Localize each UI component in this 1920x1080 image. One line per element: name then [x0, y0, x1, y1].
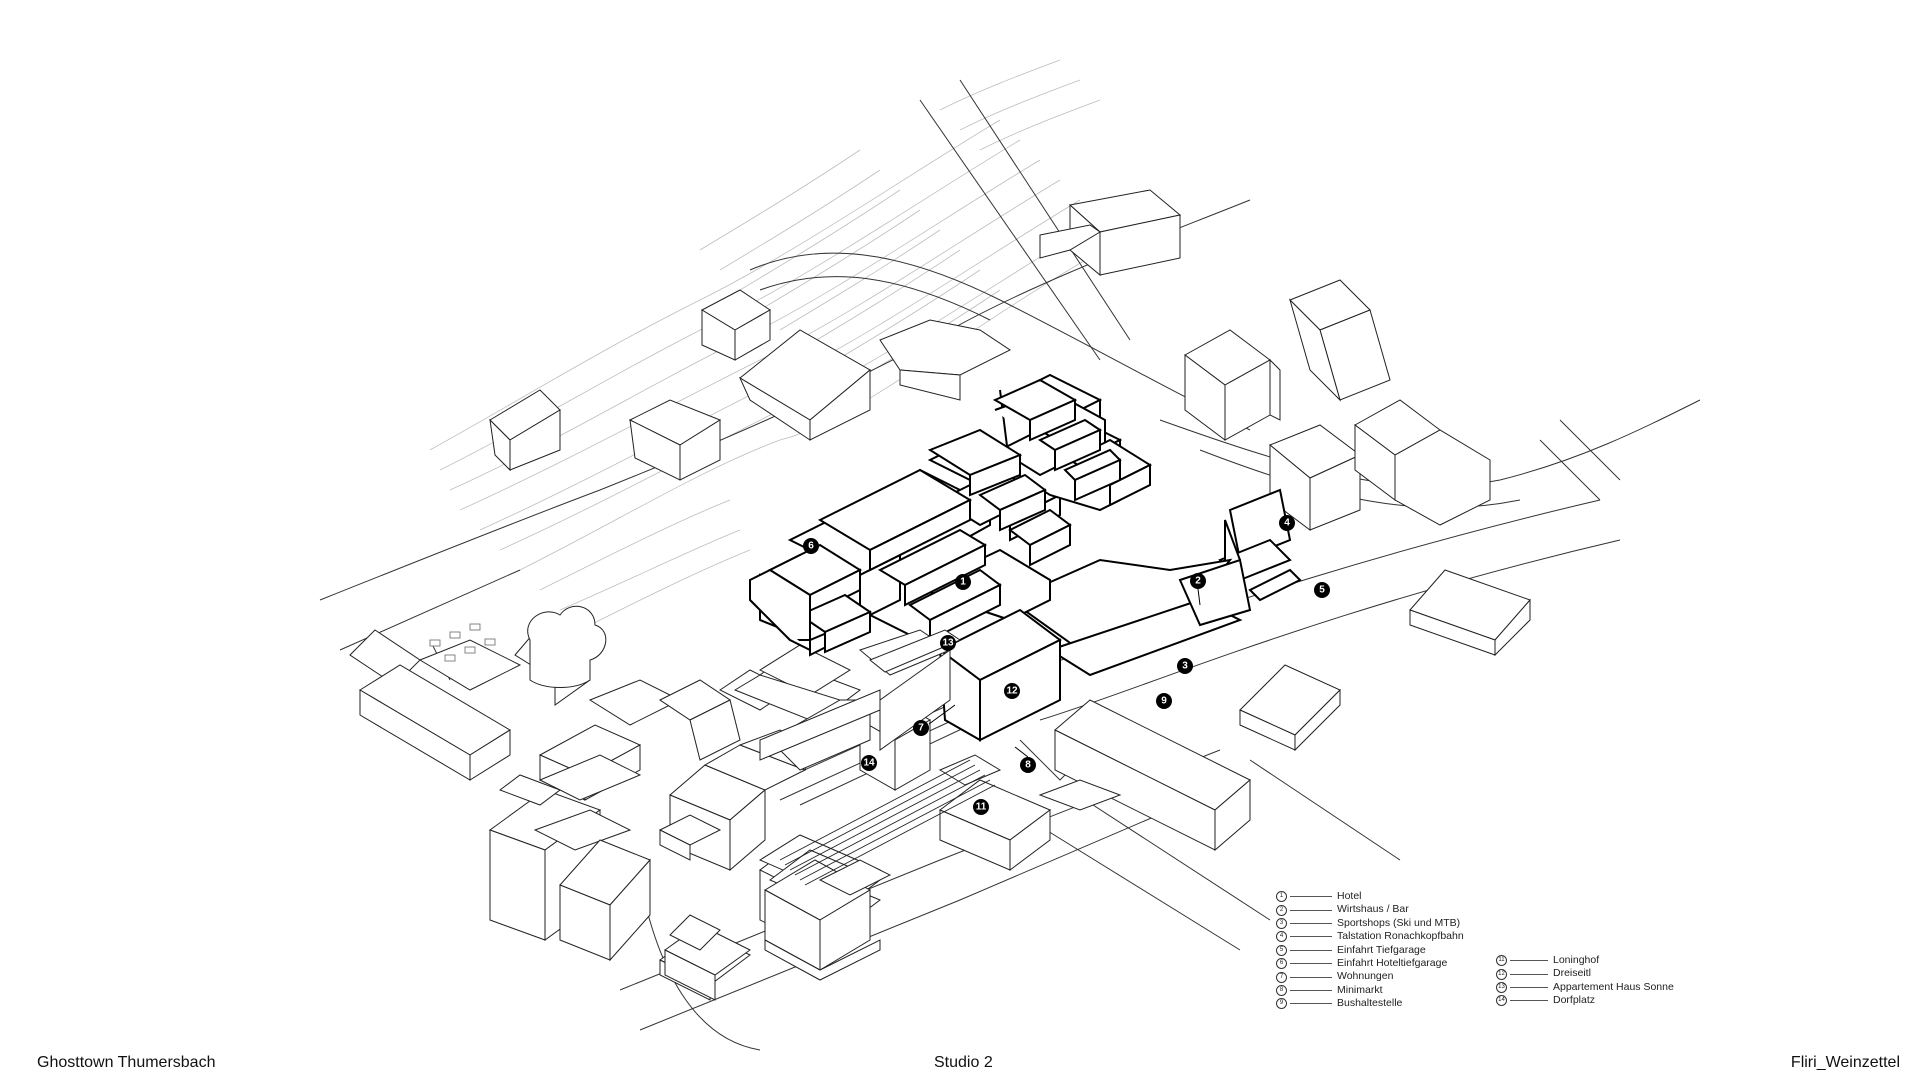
project-title: Ghosttown Thumersbach	[37, 1054, 216, 1071]
marker-13: 13	[940, 635, 956, 651]
legend-label: Einfahrt Hoteltiefgarage	[1337, 956, 1448, 969]
svg-text:12: 12	[1006, 686, 1018, 697]
studio-label: Studio 2	[934, 1054, 993, 1071]
legend-item: 6 Einfahrt Hoteltiefgarage	[1276, 957, 1464, 970]
marker-11: 11	[973, 799, 989, 815]
marker-2: 2	[1190, 573, 1206, 589]
stairs	[779, 759, 996, 886]
legend-label: Minimarkt	[1337, 983, 1383, 996]
legend-num-icon: 12	[1496, 968, 1507, 980]
legend-num-icon: 13	[1496, 981, 1507, 993]
legend-item: 12 Dreiseitl	[1496, 967, 1674, 980]
svg-text:7: 7	[918, 723, 924, 734]
legend-label: Wohnungen	[1337, 970, 1394, 983]
village-row	[733, 629, 962, 771]
legend-label: Talstation Ronachkopfbahn	[1337, 930, 1464, 943]
solar-panels	[429, 623, 496, 662]
svg-text:1: 1	[960, 577, 966, 588]
legend-item: 7 Wohnungen	[1276, 970, 1464, 983]
legend-num-icon: 7	[1276, 971, 1287, 983]
marker-5: 5	[1314, 582, 1330, 598]
legend-item: 9 Bushaltestelle	[1276, 997, 1464, 1010]
svg-text:9: 9	[1161, 696, 1167, 707]
legend-item: 8 Minimarkt	[1276, 984, 1464, 997]
marker-7: 7	[913, 720, 929, 736]
legend-item: 11 Loninghof	[1496, 954, 1674, 967]
svg-text:11: 11	[976, 802, 987, 813]
marker-4: 4	[1279, 515, 1295, 531]
marker-14: 14	[861, 755, 877, 771]
legend-item: 14 Dorfplatz	[1496, 994, 1674, 1007]
hotel-terraces	[749, 378, 1122, 654]
marker-leaders	[928, 588, 1201, 758]
legend-label: Loninghof	[1553, 954, 1600, 966]
svg-text:4: 4	[1284, 518, 1290, 529]
svg-text:14: 14	[863, 758, 875, 769]
legend-label: Einfahrt Tiefgarage	[1337, 943, 1426, 956]
legend-label: Wirtshaus / Bar	[1337, 903, 1409, 916]
svg-text:3: 3	[1182, 661, 1188, 672]
legend-num-icon: 1	[1276, 891, 1287, 903]
legend-item: 1 Hotel	[1276, 890, 1464, 903]
marker-6: 6	[803, 538, 819, 554]
marker-9: 9	[1156, 693, 1172, 709]
marker-3: 3	[1177, 658, 1193, 674]
map-markers: 1 2 3 4 5 6 7 8 9 11 12 13 14	[803, 515, 1330, 815]
legend-num-icon: 3	[1276, 917, 1287, 929]
legend-item: 13 Appartement Haus Sonne	[1496, 981, 1674, 994]
legend-num-icon: 5	[1276, 944, 1287, 956]
svg-text:6: 6	[808, 541, 814, 552]
round-pavilion	[418, 605, 607, 691]
legend-num-icon: 14	[1496, 995, 1507, 1007]
marker-1: 1	[955, 574, 971, 590]
legend-num-icon: 9	[1276, 998, 1287, 1010]
marker-12: 12	[1004, 683, 1020, 699]
legend-secondary: 11 Loninghof 12 Dreiseitl 13 Appartement Ha…	[1496, 954, 1674, 1008]
svg-text:5: 5	[1319, 585, 1325, 596]
legend-item: 2 Wirtshaus / Bar	[1276, 903, 1464, 916]
marker-8: 8	[1020, 757, 1036, 773]
svg-text:2: 2	[1195, 576, 1201, 587]
legend-item: 4 Talstation Ronachkopfbahn	[1276, 930, 1464, 943]
legend-label: Bushaltestelle	[1337, 997, 1403, 1010]
svg-text:8: 8	[1025, 760, 1031, 771]
legend-num-icon: 4	[1276, 931, 1287, 943]
legend-label: Dorfplatz	[1553, 994, 1596, 1007]
legend-item: 5 Einfahrt Tiefgarage	[1276, 944, 1464, 957]
contour-lines	[429, 59, 1121, 631]
legend-num-icon: 8	[1276, 984, 1287, 996]
legend-primary: 1 Hotel 2 Wirtshaus / Bar 3 Sportshops (Ski…	[1276, 890, 1464, 1011]
legend-num-icon: 6	[1276, 958, 1287, 970]
legend-label: Sportshops (Ski und MTB)	[1337, 916, 1461, 929]
legend-item: 3 Sportshops (Ski und MTB)	[1276, 917, 1464, 930]
legend-label: Hotel	[1337, 890, 1362, 902]
legend-label: Appartement Haus Sonne	[1553, 980, 1674, 993]
legend-num-icon: 11	[1496, 955, 1507, 967]
legend-num-icon: 2	[1276, 904, 1287, 916]
authors-label: Fliri_Weinzettel	[1790, 1054, 1900, 1071]
svg-text:13: 13	[942, 638, 954, 649]
legend-label: Dreiseitl	[1553, 967, 1591, 980]
